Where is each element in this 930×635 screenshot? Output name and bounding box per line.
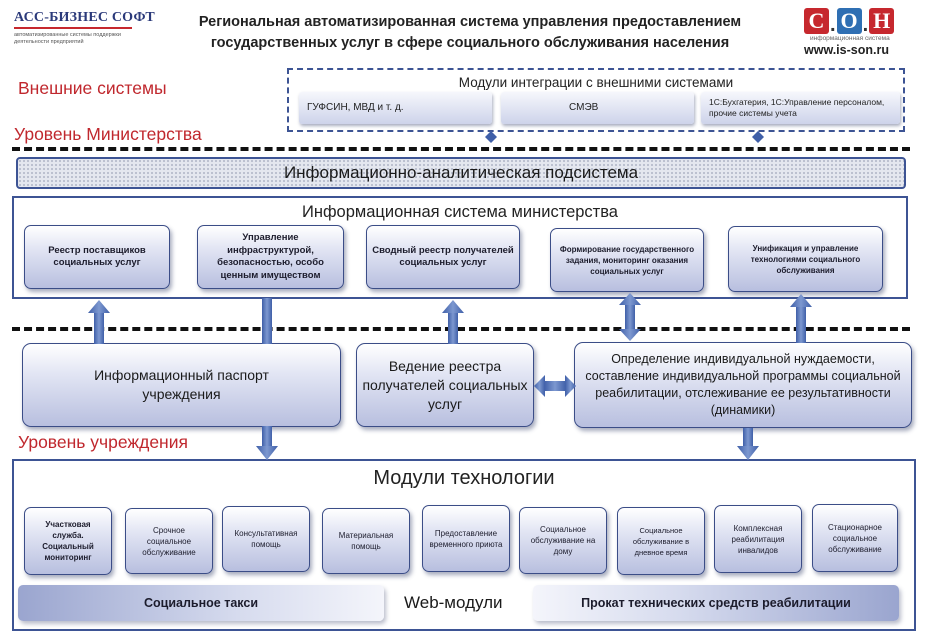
integration-item-1c[interactable]: 1С:Бухгатерия, 1С:Управление персоналом,… xyxy=(701,92,900,124)
tech-module-stationary-service[interactable]: Стационарное социальное обслуживание xyxy=(812,504,898,572)
son-logo-letter-3: Н xyxy=(869,8,895,34)
ministry-module-state-assignment[interactable]: Формирование государственного задания, м… xyxy=(550,228,704,292)
separator-ministry-top xyxy=(12,147,910,151)
tech-module-temporary-shelter[interactable]: Предоставление временного приюта xyxy=(422,505,510,572)
separator-ministry-bottom xyxy=(12,327,910,331)
page-title-line-1: Региональная автоматизированная система … xyxy=(198,14,742,30)
tech-module-complex-rehabilitation[interactable]: Комплексная реабилитация инвалидов xyxy=(714,505,802,573)
individual-needs-block[interactable]: Определение индивидуальной нуждаемости, … xyxy=(574,342,912,428)
tech-module-urgent-service[interactable]: Срочное социальное обслуживание xyxy=(125,508,213,574)
company-logo: АСС-БИЗНЕС СОФТ автоматизированные систе… xyxy=(14,10,155,60)
site-url-link[interactable]: www.is-son.ru xyxy=(804,43,889,57)
arrow-down-technology-right xyxy=(737,428,759,460)
son-logo-letter-2: О xyxy=(836,8,862,34)
ministry-system-title: Информационная система министерства xyxy=(302,203,618,221)
tech-module-home-service[interactable]: Социальное обслуживание на дому xyxy=(519,507,607,574)
arrow-double-registry-needs xyxy=(534,375,576,397)
integration-item-smev[interactable]: СМЭВ xyxy=(501,92,694,124)
analytics-subsystem-bar[interactable]: Информационно-аналитическая подсистема xyxy=(16,157,906,189)
tech-module-daytime-service[interactable]: Социальное обслуживание в дневное время xyxy=(617,507,705,575)
son-logo-tagline: информационная система xyxy=(810,35,890,42)
web-modules-label: Web-модули xyxy=(404,593,503,612)
integration-item-gufsin[interactable]: ГУФСИН, МВД и т. д. xyxy=(299,92,492,124)
tech-module-material-aid[interactable]: Материальная помощь xyxy=(322,508,410,574)
arrow-double-state-needs xyxy=(619,293,641,341)
web-module-rehab-rental[interactable]: Прокат технических средств реабилитации xyxy=(533,585,899,621)
arrow-up-unification xyxy=(790,294,812,343)
son-logo-dot-2: . xyxy=(862,14,869,36)
tech-module-consulting[interactable]: Консультативная помощь xyxy=(222,506,310,572)
institution-passport-block[interactable]: Информационный паспорт учреждения xyxy=(22,343,341,427)
ministry-module-unification[interactable]: Унификация и управление технологиями соц… xyxy=(728,226,883,292)
page-title-line-2: государственных услуг в сфере социальног… xyxy=(210,35,730,51)
company-logo-underline xyxy=(14,27,132,29)
company-logo-brand: АСС-БИЗНЕС СОФТ xyxy=(14,10,155,25)
connector-diamond-2 xyxy=(752,131,764,143)
technology-modules-title: Модули технологии xyxy=(373,467,555,489)
arrow-down-passport xyxy=(262,298,272,344)
son-logo-dot-1: . xyxy=(830,14,836,36)
son-logo-letter-1: С xyxy=(804,8,829,34)
son-logo: С . О . Н информационная система www.is-… xyxy=(804,8,916,68)
arrow-down-technology-left xyxy=(256,426,278,460)
arrow-up-providers xyxy=(88,300,110,344)
level-label-ministry: Уровень Министерства xyxy=(14,124,202,144)
connector-diamond-1 xyxy=(485,131,497,143)
recipients-registry-block[interactable]: Ведение реестра получателей социальных у… xyxy=(356,343,534,427)
level-label-institution: Уровень учреждения xyxy=(18,432,188,452)
arrow-up-consolidated xyxy=(442,300,464,344)
ministry-module-infrastructure[interactable]: Управление инфраструктурой, безопасность… xyxy=(197,225,344,289)
integration-modules-title: Модули интеграции с внешними системами xyxy=(458,75,734,90)
ministry-module-consolidated-registry[interactable]: Сводный реестр получателей социальных ус… xyxy=(366,225,520,289)
company-logo-tagline: автоматизированные системы поддержки дея… xyxy=(14,32,121,45)
web-module-social-taxi[interactable]: Социальное такси xyxy=(18,585,384,621)
son-logo-letters: С . О . Н xyxy=(804,8,916,36)
tech-module-district-service[interactable]: Участковая служба. Социальный мониторинг xyxy=(24,507,112,575)
ministry-module-providers-registry[interactable]: Реестр поставщиков социальных услуг xyxy=(24,225,170,289)
level-label-external: Внешние системы xyxy=(18,78,167,98)
page-title: Региональная автоматизированная система … xyxy=(150,12,790,54)
